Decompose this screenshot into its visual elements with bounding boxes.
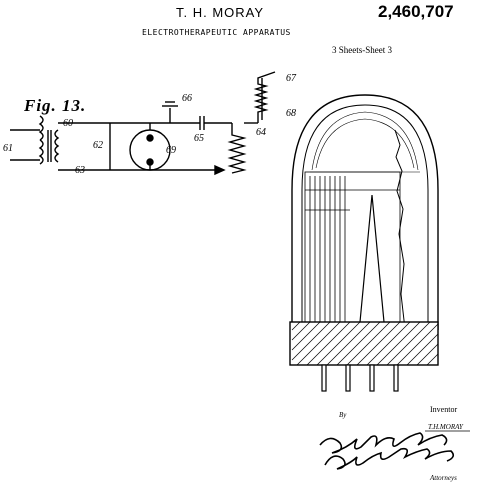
ref-63: 63 [75, 165, 85, 176]
ref-60: 60 [63, 118, 73, 129]
ref-64: 64 [256, 127, 266, 138]
inventor-signature: T.H.MORAY [428, 423, 463, 431]
tube-base [289, 321, 439, 366]
electrode-plates [304, 171, 401, 328]
sheet-info: 3 Sheets-Sheet 3 [332, 45, 392, 55]
ref-69: 69 [166, 145, 176, 156]
filament [359, 194, 385, 323]
inventor-caption: Inventor [430, 405, 458, 414]
patent-number: 2,460,707 [378, 2, 454, 21]
ref-61: 61 [3, 143, 13, 154]
ref-68: 68 [286, 108, 296, 119]
glass-envelope [291, 94, 439, 330]
coil-67-68 [253, 71, 276, 123]
ref-67: 67 [286, 73, 296, 84]
ref-65: 65 [194, 133, 204, 144]
capacitor-65 [199, 116, 232, 130]
circuit-diagram [10, 71, 276, 176]
attorneys-caption: Attorneys [430, 474, 457, 482]
patent-title: ELECTROTHERAPEUTIC APPARATUS [142, 28, 291, 37]
lamp-69 [129, 123, 171, 171]
wire-arrow [214, 164, 226, 176]
ref-62: 62 [93, 140, 103, 151]
inventor-name: T. H. MORAY [176, 5, 265, 20]
ground-66 [162, 101, 178, 123]
by-label: By [339, 411, 347, 419]
vacuum-tube [289, 94, 439, 392]
coil-64 [227, 123, 247, 174]
ref-66: 66 [182, 93, 192, 104]
figure-label: Fig. 13. [24, 96, 87, 115]
tube-pins [321, 364, 399, 392]
transformer-60 [10, 115, 60, 165]
attorney-signatures [319, 432, 455, 470]
